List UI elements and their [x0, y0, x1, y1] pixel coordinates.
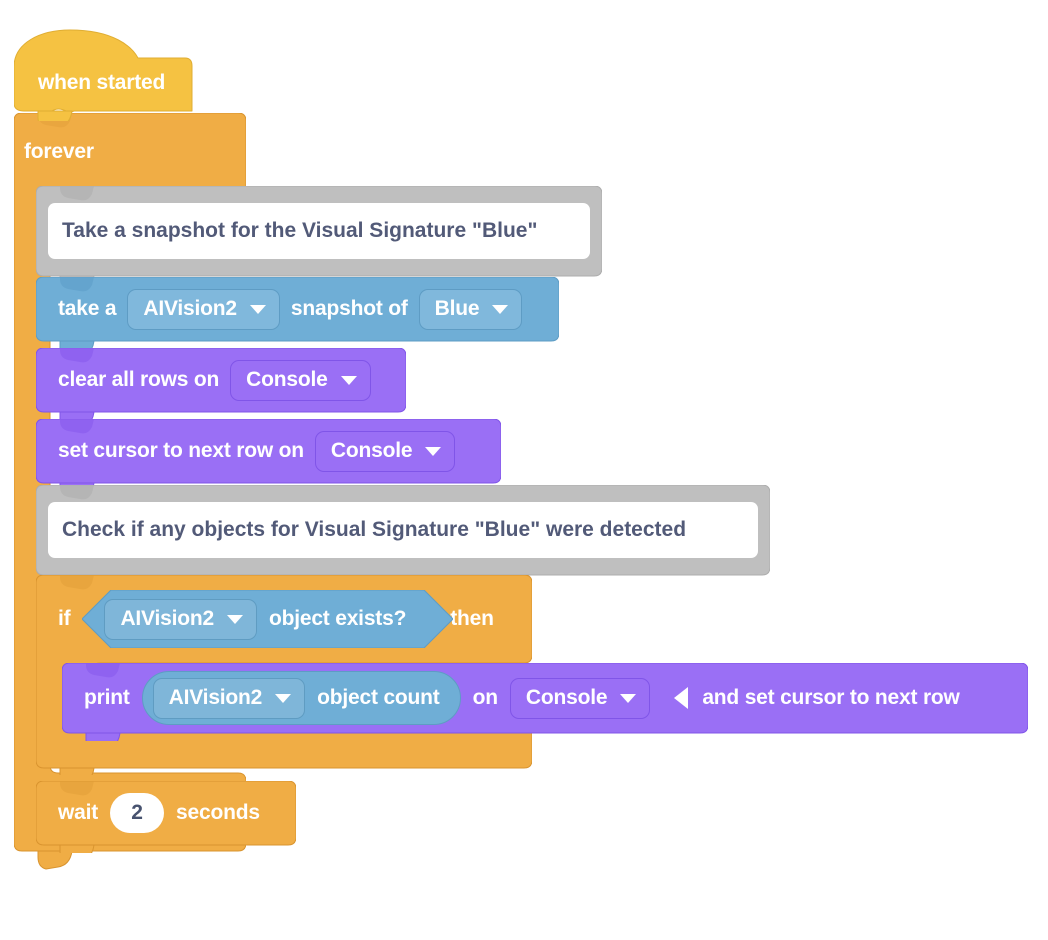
triangle-left-icon[interactable] — [674, 687, 689, 709]
reporter-object-count[interactable]: AIVision2 object count — [141, 671, 461, 725]
clear-all-rows-block[interactable]: clear all rows on Console — [36, 348, 406, 420]
then-label: then — [450, 607, 494, 630]
dropdown-console-target[interactable]: Console — [509, 677, 651, 719]
dropdown-value: Console — [246, 367, 328, 391]
print-label: print — [84, 686, 130, 709]
dropdown-value: Blue — [434, 296, 480, 320]
boolean-object-exists[interactable]: AIVision2 object exists? — [82, 590, 454, 648]
object-count-label: object count — [317, 686, 440, 709]
dropdown-value: AIVision2 — [143, 296, 237, 320]
dropdown-value: AIVision2 — [168, 685, 263, 709]
when-started-hat-block[interactable]: when started — [14, 29, 193, 121]
wait-label: wait — [58, 801, 99, 824]
if-then-block[interactable]: if AIVision2 object exists? then — [36, 575, 532, 775]
if-label: if — [58, 607, 71, 630]
set-cursor-label: set cursor to next row on — [58, 439, 304, 462]
dropdown-value: AIVision2 — [120, 606, 214, 630]
on-label: on — [472, 686, 498, 709]
take-a-label: take a — [58, 297, 117, 320]
dropdown-visual-signature[interactable]: Blue — [418, 288, 523, 330]
when-started-label: when started — [38, 71, 166, 94]
chevron-down-icon — [492, 305, 509, 314]
chevron-down-icon — [249, 305, 266, 314]
dropdown-console-target[interactable]: Console — [314, 430, 456, 472]
chevron-down-icon — [275, 694, 292, 703]
snapshot-of-label: snapshot of — [290, 297, 408, 320]
chevron-down-icon — [620, 694, 637, 703]
comment-text-field[interactable]: Take a snapshot for the Visual Signature… — [48, 203, 590, 259]
dropdown-ai-vision-device[interactable]: AIVision2 — [104, 598, 257, 640]
comment-block-check-objects[interactable]: Check if any objects for Visual Signatur… — [36, 485, 770, 581]
take-snapshot-block[interactable]: take a AIVision2 snapshot of Blue — [36, 277, 559, 349]
wait-seconds-block[interactable]: wait 2 seconds — [36, 781, 296, 853]
forever-label: forever — [24, 140, 94, 163]
clear-all-rows-label: clear all rows on — [58, 368, 220, 391]
print-object-count-block[interactable]: print AIVision2 object count on Console … — [62, 663, 1028, 741]
set-cursor-next-row-block[interactable]: set cursor to next row on Console — [36, 419, 501, 491]
wait-duration-input[interactable]: 2 — [110, 793, 165, 833]
comment-text-field[interactable]: Check if any objects for Visual Signatur… — [48, 502, 758, 558]
chevron-down-icon — [226, 615, 243, 624]
comment-block-take-snapshot[interactable]: Take a snapshot for the Visual Signature… — [36, 186, 602, 282]
chevron-down-icon — [340, 376, 357, 385]
loop-arrow-icon — [204, 851, 238, 890]
dropdown-ai-vision-device[interactable]: AIVision2 — [152, 677, 306, 719]
wait-duration-value: 2 — [131, 801, 143, 824]
object-exists-label: object exists? — [268, 607, 407, 630]
seconds-label: seconds — [176, 801, 260, 824]
chevron-down-icon — [425, 447, 442, 456]
dropdown-value: Console — [330, 438, 413, 462]
dropdown-console-target[interactable]: Console — [230, 359, 371, 401]
dropdown-ai-vision-device[interactable]: AIVision2 — [127, 288, 280, 330]
dropdown-value: Console — [525, 685, 608, 709]
and-set-cursor-label: and set cursor to next row — [702, 686, 960, 709]
comment-text: Take a snapshot for the Visual Signature… — [62, 219, 538, 242]
comment-text: Check if any objects for Visual Signatur… — [62, 518, 687, 541]
